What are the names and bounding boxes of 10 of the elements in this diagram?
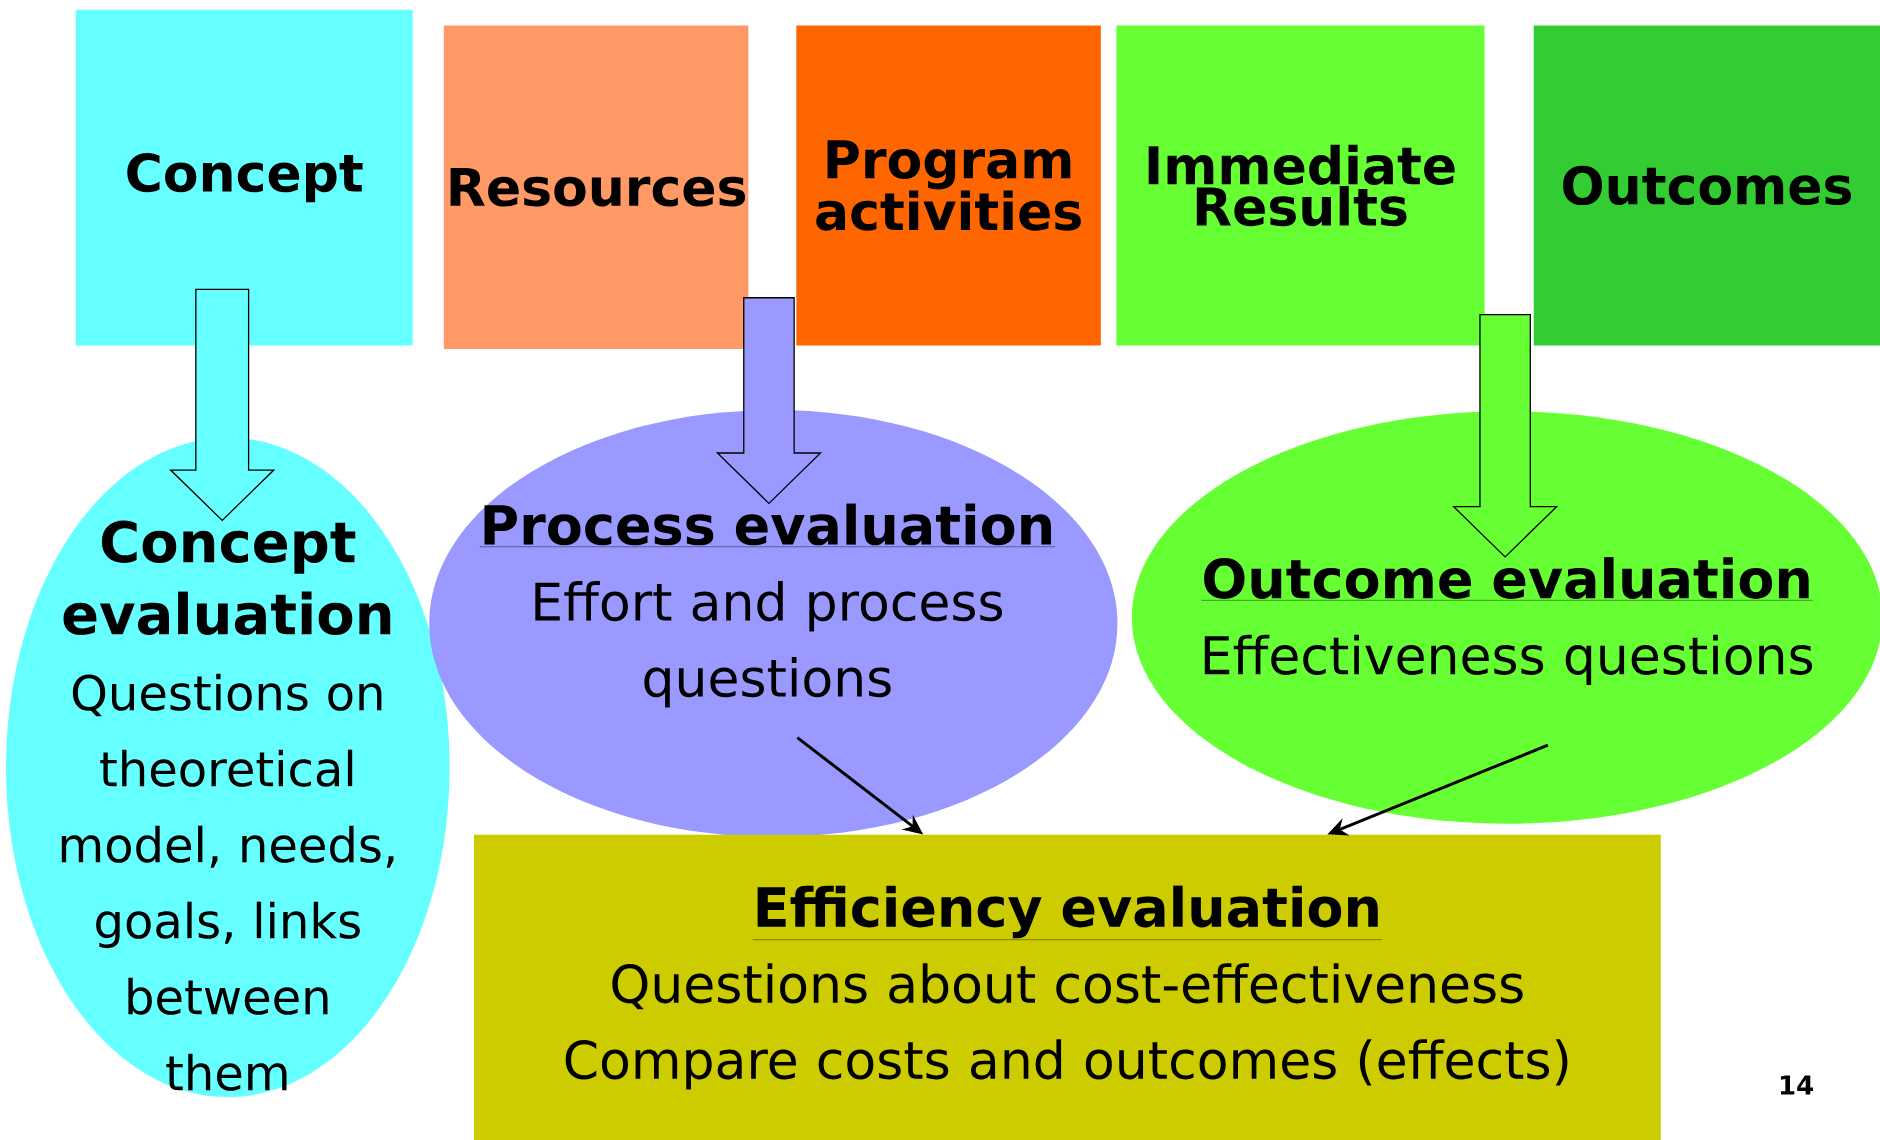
block-arrow [169,288,276,522]
stage-box: Program activities [796,25,1101,346]
stage-box: Concept [75,9,413,346]
page-number: 14 [1780,1075,1813,1095]
block-arrow [715,297,823,505]
stage-box: Outcomes [1533,25,1880,346]
stage-box: Immediate Results [1116,25,1485,346]
stage-box: Efficiency evaluation Questions about cost-effectiveness Compare costs and outcomes (effects) [473,834,1661,1140]
block-arrow [1451,313,1559,558]
stage-box: Resources [443,25,749,350]
